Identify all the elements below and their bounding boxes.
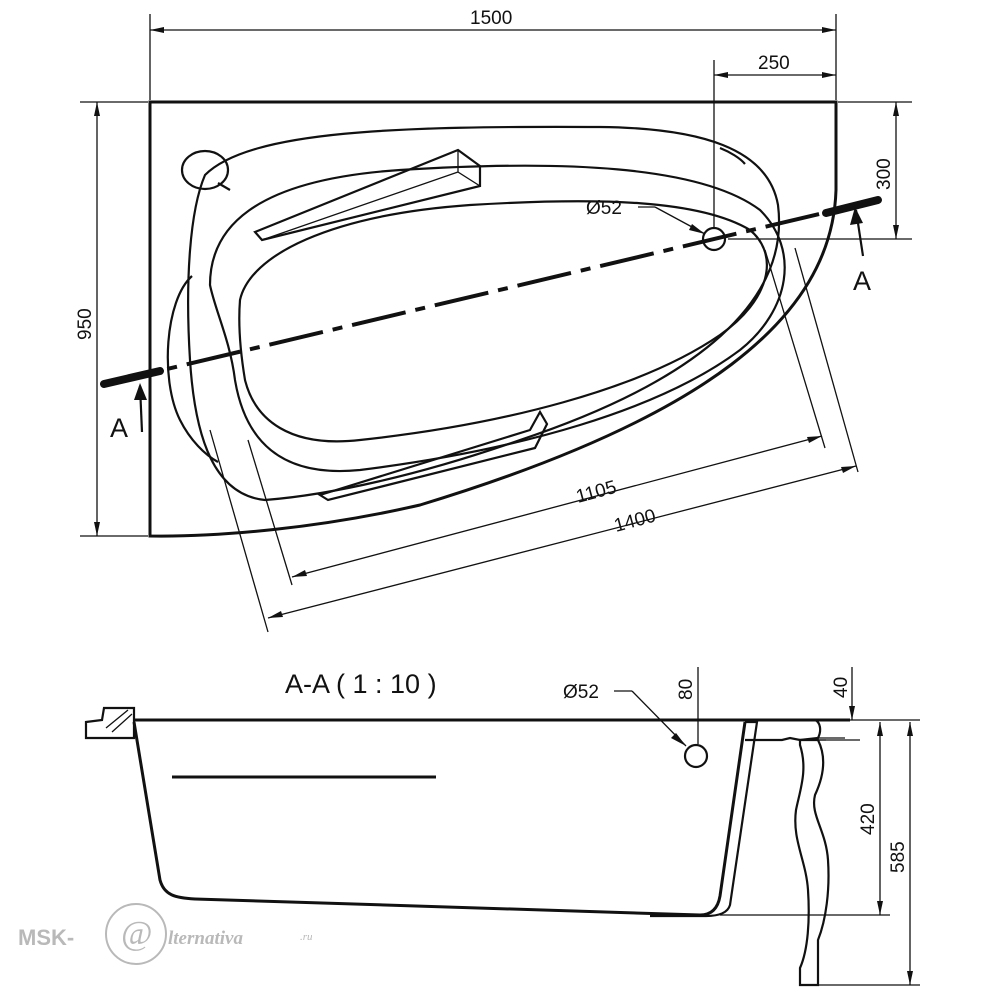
- dimension-height: 950: [75, 101, 148, 537]
- drain-callout: Ø52: [586, 198, 706, 235]
- dimension-outer-length: 1400: [209, 247, 859, 633]
- right-rim-profile: [744, 718, 822, 742]
- svg-text:Ø52: Ø52: [563, 682, 599, 703]
- watermark-logo: MSK- @ lternativa .ru: [18, 903, 313, 965]
- tub-outline: [148, 100, 838, 538]
- svg-text:1105: 1105: [574, 477, 619, 508]
- dimension-585: 585: [818, 722, 920, 986]
- svg-text:@: @: [121, 915, 152, 952]
- section-arrow-left: [134, 383, 147, 433]
- side-panel-curve: [166, 275, 219, 463]
- svg-text:MSK-: MSK-: [18, 925, 74, 950]
- left-rim-profile: [84, 706, 136, 740]
- section-mark-left: A: [110, 413, 128, 443]
- svg-text:950: 950: [75, 308, 96, 340]
- section-title: A-A ( 1 : 10 ): [285, 669, 437, 699]
- svg-text:250: 250: [758, 53, 790, 74]
- bowl-outer: [187, 125, 781, 502]
- armrest-top: [253, 148, 482, 242]
- section-line: [103, 198, 879, 386]
- svg-text:420: 420: [858, 803, 879, 835]
- svg-text:lternativa: lternativa: [168, 928, 243, 949]
- armrest-bottom-face: [529, 411, 541, 431]
- armrest-top-face: [261, 150, 481, 241]
- dimension-drain-offset: 250: [713, 53, 836, 228]
- dimension-drain-offset-vertical: 300: [728, 101, 912, 240]
- section-mark-right: A: [853, 266, 871, 296]
- tub-body: [132, 721, 747, 917]
- dimension-420: 420: [720, 719, 920, 916]
- svg-text:80: 80: [676, 679, 697, 700]
- svg-text:.ru: .ru: [300, 931, 313, 943]
- headrest-icon: [180, 149, 231, 191]
- svg-text:1500: 1500: [470, 8, 512, 29]
- section-view: A-A ( 1 : 10 ) Ø52 80: [84, 667, 920, 987]
- bowl-inner: [208, 164, 786, 473]
- dimension-80: 80: [676, 667, 699, 744]
- basin-floor: [238, 200, 768, 443]
- overflow-drain-icon: [683, 743, 709, 769]
- svg-text:585: 585: [888, 841, 909, 873]
- svg-text:300: 300: [874, 158, 895, 190]
- section-arrow-right: [850, 207, 865, 257]
- dimension-40: 40: [831, 667, 855, 720]
- support-leg: [794, 738, 830, 987]
- svg-text:40: 40: [831, 677, 852, 698]
- svg-text:1400: 1400: [612, 506, 658, 537]
- overflow-slot-icon: [719, 146, 746, 165]
- plan-view: A A 1500 250 950: [75, 8, 912, 633]
- dimension-width: 1500: [149, 8, 837, 100]
- svg-text:Ø52: Ø52: [586, 198, 622, 219]
- section-drain-callout: Ø52: [563, 682, 687, 747]
